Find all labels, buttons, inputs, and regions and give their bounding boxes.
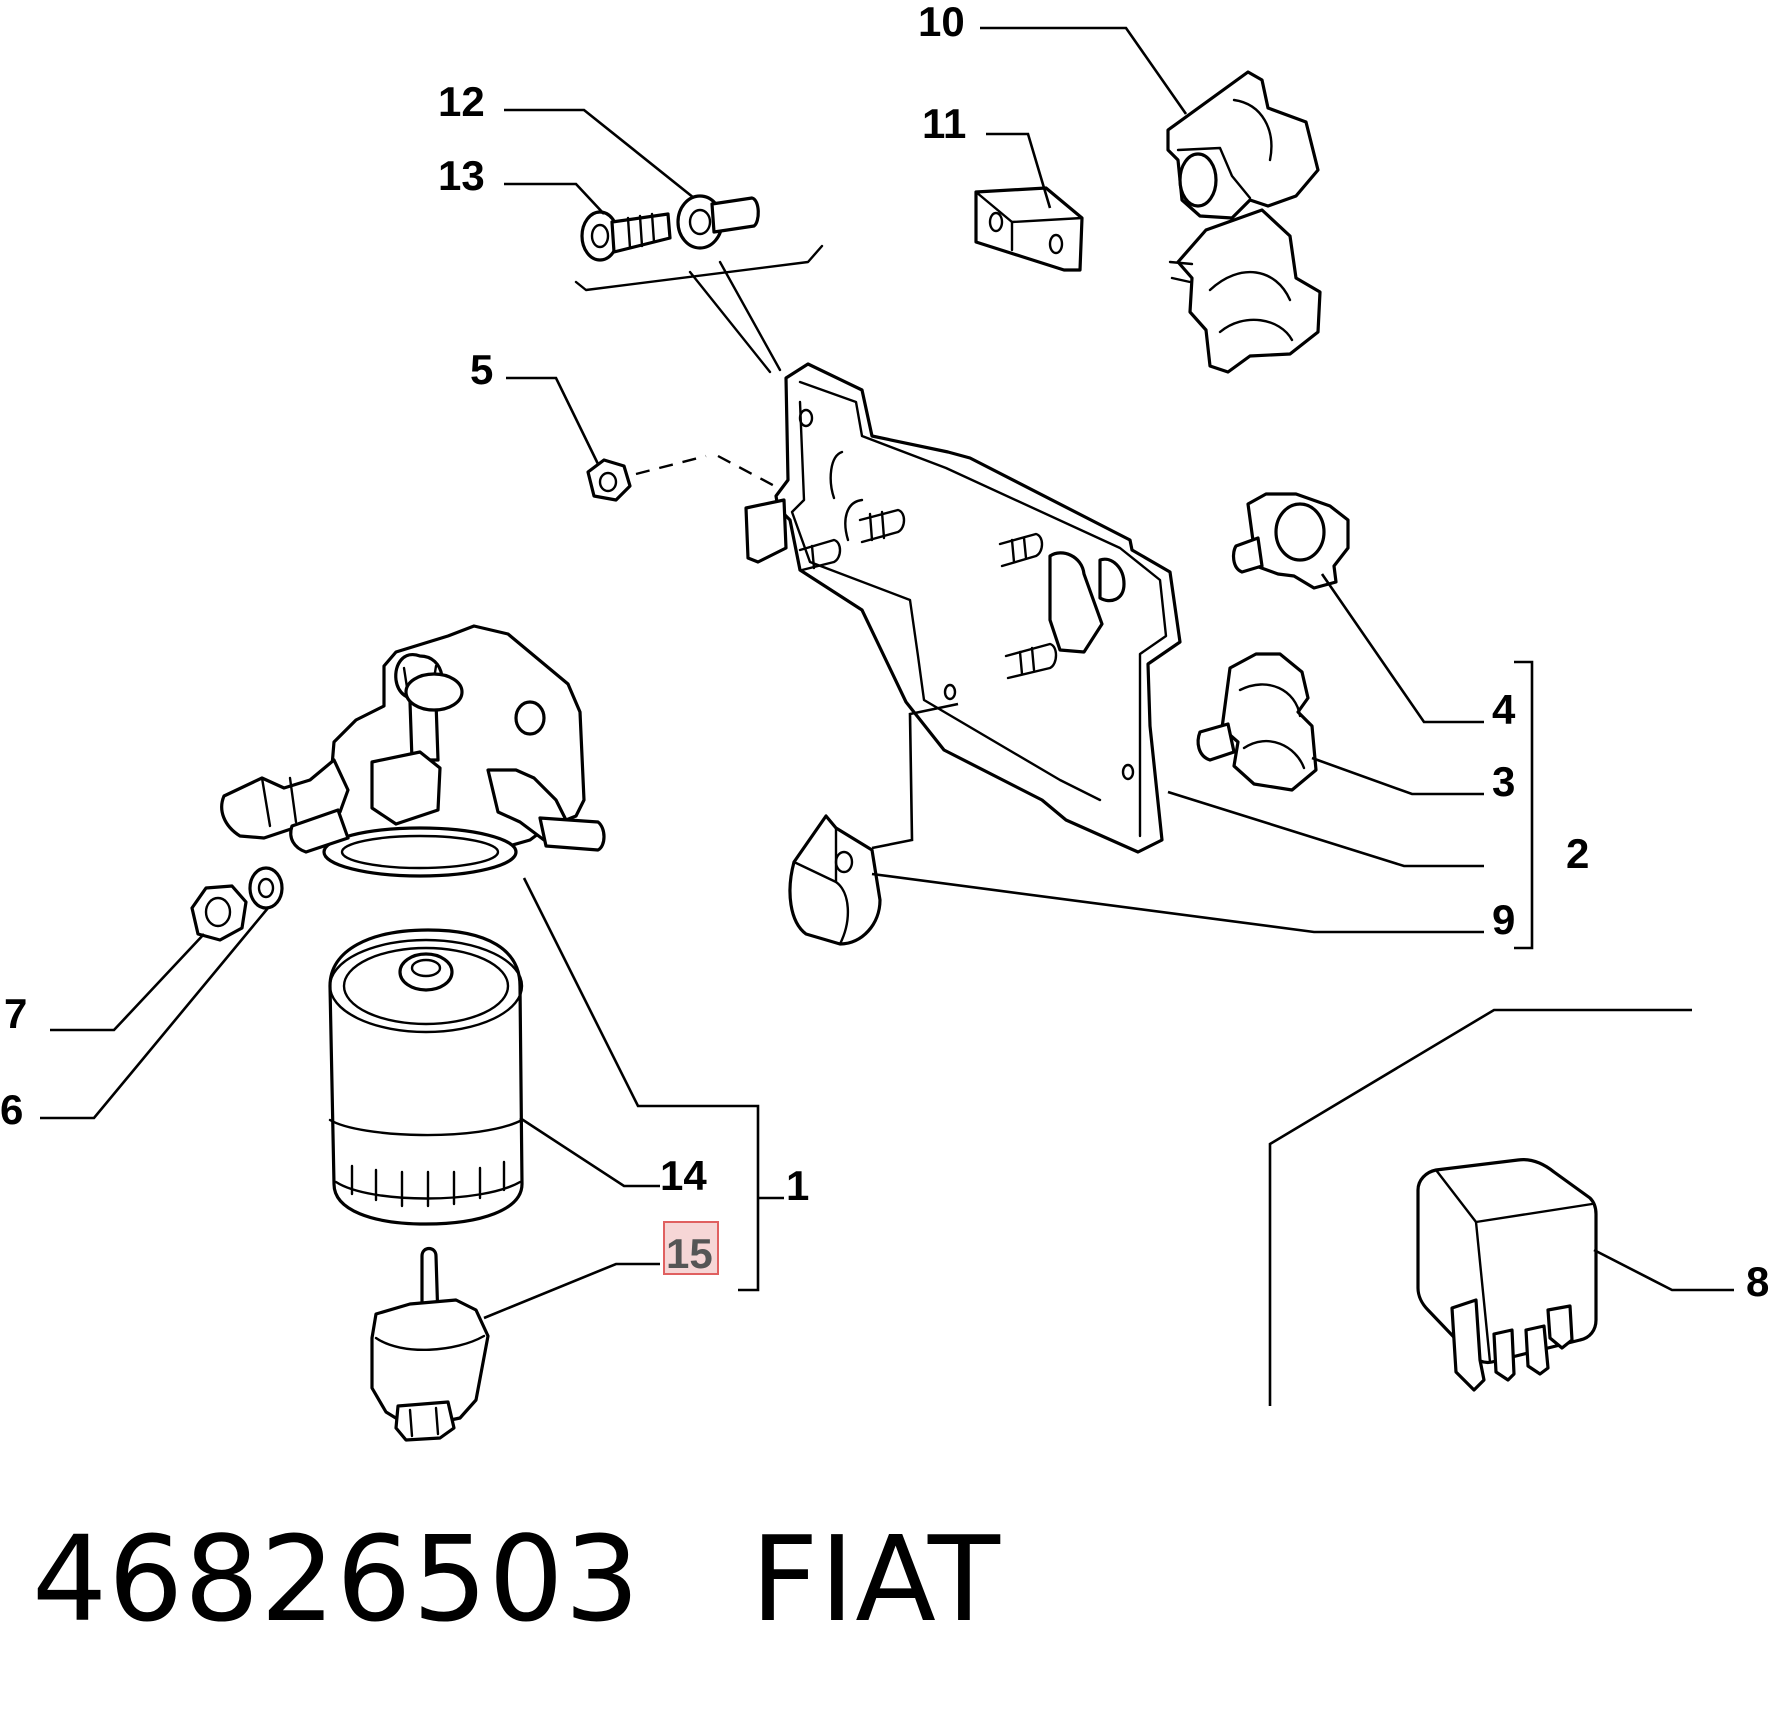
leader-11 <box>986 132 1052 209</box>
leader-8 <box>1593 1248 1734 1292</box>
filter-cartridge-14[interactable] <box>328 928 524 1226</box>
leader-6 <box>40 907 270 1120</box>
stud-12[interactable] <box>676 194 760 250</box>
leader-2 <box>1167 790 1484 868</box>
bracket-group-2-9 <box>1514 660 1534 950</box>
highlight-box-15 <box>663 1221 719 1275</box>
leader-1-head <box>522 877 760 1292</box>
leader-12 <box>504 108 695 200</box>
leader-4 <box>1320 573 1484 724</box>
mounting-bracket-2[interactable] <box>744 362 1182 854</box>
leader-10 <box>980 26 1188 115</box>
leader-3 <box>1311 756 1484 796</box>
nut-axis-dashed <box>635 454 787 494</box>
callout-10: 10 <box>918 0 965 45</box>
relay-8[interactable] <box>1416 1158 1598 1392</box>
callout-7: 7 <box>4 990 27 1037</box>
callout-6: 6 <box>0 1086 23 1133</box>
part-number: 46826503 <box>32 1510 641 1648</box>
relay-frame-line <box>1268 1008 1692 1406</box>
callout-14: 14 <box>660 1152 707 1199</box>
leader-14 <box>519 1116 660 1188</box>
clamp-9[interactable] <box>788 814 882 946</box>
pipe-clip-10[interactable] <box>1166 70 1322 374</box>
callout-4: 4 <box>1492 686 1516 733</box>
clip-3[interactable] <box>1196 652 1318 792</box>
callout-3: 3 <box>1492 758 1515 805</box>
brand-name: FIAT <box>750 1510 1001 1648</box>
fuel-filter-head-1[interactable] <box>220 624 606 878</box>
callout-1: 1 <box>786 1162 809 1209</box>
leader-15 <box>483 1262 660 1320</box>
callout-15: 15 <box>666 1230 713 1277</box>
leader-9 <box>871 872 1484 934</box>
rubber-pad-11[interactable] <box>974 186 1084 272</box>
callout-12: 12 <box>438 78 485 125</box>
leader-lines <box>40 26 1734 1406</box>
callout-8: 8 <box>1746 1258 1769 1305</box>
washer-6[interactable] <box>248 866 284 910</box>
screw-13[interactable] <box>580 210 672 262</box>
nut-7[interactable] <box>190 884 248 942</box>
part-footer: 46826503 FIAT <box>32 1510 1001 1648</box>
callout-5: 5 <box>470 346 493 393</box>
leader-7 <box>50 933 205 1032</box>
bracket-studs <box>798 508 1058 680</box>
callout-13: 13 <box>438 152 485 199</box>
fastener-bracket-line <box>574 244 824 292</box>
callout-2: 2 <box>1566 830 1589 877</box>
clip-4[interactable] <box>1231 492 1350 590</box>
fastener-axis-lines <box>688 260 782 374</box>
water-sensor-15[interactable] <box>370 1246 490 1442</box>
callout-11: 11 <box>922 100 966 147</box>
leader-13 <box>504 182 605 215</box>
leader-5 <box>506 376 600 465</box>
nut-5[interactable] <box>586 458 632 502</box>
clamp-leader-line <box>871 702 959 850</box>
callout-labels: 10 11 12 13 5 4 3 2 9 7 6 14 1 15 8 <box>0 0 1769 1305</box>
callout-9: 9 <box>1492 896 1515 943</box>
